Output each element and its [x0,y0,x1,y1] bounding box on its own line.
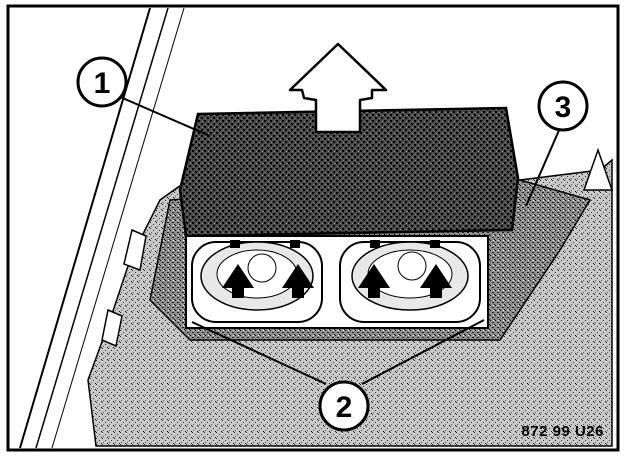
release-arrow-3 [358,264,390,298]
callout-2: 2 [318,380,370,432]
figure-code: 872 99 U26 [521,423,604,440]
trim-tab [582,147,614,191]
release-arrow-4 [420,264,452,298]
retaining-clips [230,240,440,248]
lens-cover [178,106,520,238]
callout-3: 3 [537,80,589,132]
callout-2-label: 2 [336,391,353,424]
right-reflector [339,241,481,323]
callout-1: 1 [76,56,128,108]
callout-1-label: 1 [94,67,111,100]
left-side-clip [101,228,147,348]
release-arrow-2 [282,264,314,298]
callout-3-label: 3 [555,91,572,124]
release-arrows [222,264,452,298]
removal-direction-arrow [288,42,388,134]
release-arrow-1 [222,264,254,298]
windshield-edge-lines [19,7,185,449]
callout-leaders [117,95,561,385]
